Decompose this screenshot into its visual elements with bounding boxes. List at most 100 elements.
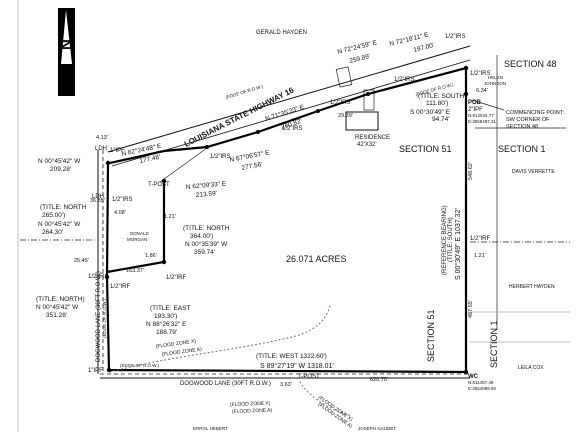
flood-zone-a-2: (FLOOD ZONE A)	[232, 408, 273, 415]
section-1-label-bottom: SECTION 1	[489, 320, 499, 368]
neighbor-bottom-left: ERROL HEBERT	[193, 426, 228, 431]
pob-northing: N:812534.77	[468, 113, 494, 118]
wc-label: WC	[468, 374, 479, 380]
marker-ipf-top-left: 1"IPF	[110, 148, 125, 154]
bearing-n88: N 88°26'32" E	[146, 320, 187, 328]
residence-label: RESIDENCE	[355, 135, 390, 141]
pob-easting: E:3558487.31	[468, 119, 497, 124]
acreage-label: 26.071 ACRES	[286, 254, 347, 264]
tie-line	[159, 147, 208, 183]
marker-irs-4: 1/2"IRS	[330, 100, 350, 106]
distance-1-21-left: 1.21'	[164, 214, 176, 220]
section-51-label-top: SECTION 51	[399, 144, 452, 154]
neighbor-gerald-hayden: GERALD HAYDEN	[256, 30, 307, 36]
marker-irf-middle: 1/2"IRF	[166, 275, 186, 281]
commencing-line-2: SW CORNER OF	[506, 117, 550, 123]
bearing-n00-45-mid: N 00°45'42" W	[38, 220, 81, 228]
driveway-right	[363, 89, 375, 111]
t-post-bottom: T-POST	[298, 374, 320, 380]
title-north-1-dist: 265.00')	[42, 212, 65, 219]
monument-points	[104, 65, 469, 375]
title-north-2-dist: 364.00')	[190, 233, 213, 240]
distance-359: 359.74'	[194, 249, 215, 256]
section-51-label-bottom: SECTION 51	[426, 309, 436, 362]
distance-4-13: 4.13'	[96, 135, 108, 141]
distance-25-45: 25.45'	[74, 258, 89, 264]
title-east-dist: 193.30')	[154, 313, 177, 320]
distance-29-39: 29.39'	[338, 113, 353, 119]
neighbor-helen-johnson-2: JOHNSON	[484, 81, 506, 86]
distance-259: 259.89'	[349, 53, 371, 65]
distance-277: 277.56'	[241, 161, 263, 172]
marker-irf-east: 1/2"IRF	[470, 236, 490, 242]
marker-irs-8: 1/2"IRS	[88, 274, 108, 280]
marker-irs-1: 1/2"IRS	[445, 34, 465, 40]
north-letter: N	[58, 39, 75, 50]
commencing-line-3: SECTION 48	[506, 124, 538, 130]
neighbor-bottom-right: JOSEPH GAUDET	[358, 426, 396, 431]
flood-zone-a-1: (FLOOD ZONE A)	[161, 346, 202, 358]
reference-bearing-label: (REFERENCE BEARING)	[442, 205, 448, 275]
bearing-s00-long: S 00°30'49" E 1037.32'	[454, 208, 462, 280]
bearing-n67: N 67°06'57" E	[229, 148, 271, 164]
title-north-1: (TITLE: NORTH	[40, 204, 87, 211]
title-east: (TITLE: EAST	[150, 305, 190, 312]
distance-264: 264.30'	[42, 229, 63, 236]
residence-size: 42'X32'	[357, 142, 377, 148]
section-1-label-top: SECTION 1	[498, 144, 546, 154]
distance-163-37: 163.37'	[126, 268, 144, 274]
highway-row-north-label: (EDGE OF R.O.W.)	[225, 84, 264, 100]
wc-easting: E:3554089.60	[468, 386, 497, 391]
dogwood-lane-vertical-label: DOGWOOD LANE (30FT R.O.W.)	[96, 271, 102, 362]
neighbor-helen-johnson-1: HELEN	[488, 75, 503, 80]
bearing-n00-35: N 00°35'39" W	[185, 240, 228, 248]
title-south-dist: 111.80')	[426, 100, 448, 107]
bearing-n62-09: N 62°09'33" E	[185, 179, 227, 191]
reference-title-south: (TITLE: SOUTH)	[448, 217, 454, 262]
marker-irs-5: 1/2"IRS	[282, 126, 302, 132]
distance-3-63: 3.63'	[280, 382, 292, 388]
marker-irf-left: 1/2"IRF	[110, 284, 130, 290]
flood-zone-x-2: (FLOOD ZONE X)	[230, 401, 271, 408]
distance-197: 197.00'	[413, 42, 435, 54]
ldh-mid: LDH	[92, 194, 104, 200]
distance-177: 177.48'	[139, 154, 161, 165]
wc-northing: N:811497.49	[468, 380, 494, 385]
neighbor-donald-morgan-2: MORGAN	[127, 237, 147, 242]
title-west: (TITLE: WEST 1322.60')	[256, 353, 327, 360]
marker-irs-7: 1/2"IRS	[112, 197, 132, 203]
title-north-3: (TITLE: NORTH)	[36, 296, 85, 303]
pob-monument: 2"IPF	[468, 107, 483, 113]
dogwood-row-vertical-label: (EDGE OF R.O.W.)	[102, 298, 107, 338]
distance-188: 188.79'	[156, 329, 177, 336]
north-arrow-icon: N	[58, 8, 75, 96]
neighbor-donald-morgan-1: DONALD	[130, 231, 150, 236]
flood-zone-boundary-2	[299, 381, 353, 417]
distance-213: 213.59'	[196, 190, 218, 199]
distance-1-21-right: 1.21'	[474, 253, 486, 259]
title-south: (TITLE: SOUTH	[418, 93, 465, 100]
flood-zone-x-1: (FLOOD ZONE X)	[155, 338, 196, 350]
distance-620: 620.70'	[370, 377, 388, 383]
distance-1-86: 1.86'	[145, 253, 157, 259]
t-post-left: T-POST	[148, 182, 170, 188]
flood-zone-boundary	[109, 305, 331, 373]
marker-ipf-bottom-left: 1"IPF	[88, 368, 103, 374]
bearing-n00-45-bottom: N 00°45'42" W	[36, 303, 79, 311]
marker-irs-2: 1/2"IRS	[470, 71, 490, 77]
distance-548: 548.62'	[468, 162, 474, 180]
highway-row-line-north	[107, 45, 471, 153]
dogwood-row-bottom-label: (EDGE OF R.O.W.)	[120, 363, 160, 368]
distance-6-34: 6.34'	[476, 88, 488, 94]
distance-94: 94.74'	[432, 116, 450, 123]
title-north-2: (TITLE: NORTH	[183, 225, 230, 232]
highway-centerline	[111, 59, 471, 167]
pob-label: POB	[468, 100, 482, 106]
commencing-line-1: COMMENCING POINT:	[506, 110, 565, 116]
dogwood-lane-bottom-label: DOGWOOD LANE (30FT R.O.W.)	[180, 381, 271, 387]
distance-36-85: 36.85'	[90, 198, 105, 204]
ldh-top: LDH	[95, 146, 107, 152]
driveway-left	[335, 66, 353, 88]
section-48-label: SECTION 48	[504, 59, 557, 69]
neighbor-davis-verrette: DAVIS VERRETTE	[512, 169, 555, 175]
